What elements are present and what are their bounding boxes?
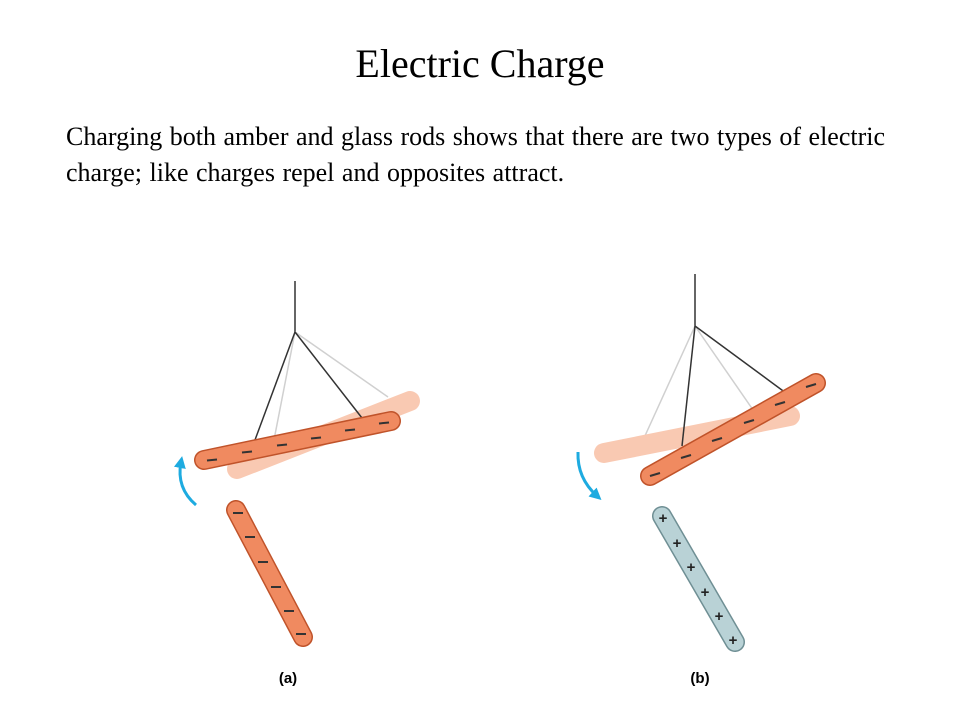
slide-body-text: Charging both amber and glass rods shows… (66, 122, 886, 187)
faded-string-right (694, 325, 761, 421)
suspended-rod-charges (649, 383, 817, 477)
rotation-arrow-up (173, 456, 197, 507)
moving-amber-rod-fill (227, 501, 312, 646)
panel-b: + + + + + + (b) (576, 274, 826, 687)
charge-sign (649, 472, 661, 477)
charge-sign (680, 454, 692, 459)
charge-sign: + (687, 559, 696, 576)
slide-title: Electric Charge (355, 41, 605, 86)
suspended-rod-charges (206, 421, 390, 462)
panel-b-label: (b) (690, 670, 709, 687)
charge-sign: + (659, 510, 668, 527)
charge-sign (378, 421, 390, 425)
faded-string-left (272, 331, 296, 446)
charge-sign: + (701, 584, 710, 601)
charge-sign (344, 428, 356, 432)
charge-sign (206, 458, 218, 462)
string-right (294, 331, 363, 419)
charge-sign (743, 419, 755, 424)
charge-sign (774, 401, 786, 406)
panel-a: (a) (173, 281, 420, 687)
string-right (694, 325, 791, 397)
charge-sign (805, 383, 817, 388)
suspended-amber-rod-fill (195, 412, 400, 469)
charge-sign (310, 436, 322, 440)
moving-rod-charges (233, 512, 306, 635)
string-left (251, 331, 296, 449)
faded-string-right (294, 331, 389, 398)
moving-glass-rod-fill (653, 507, 744, 651)
panel-a-label: (a) (279, 670, 297, 687)
charge-sign (241, 450, 253, 454)
charge-sign: + (715, 608, 724, 625)
glass-rod-charges: + + + + + + (659, 510, 738, 649)
charge-sign: + (729, 632, 738, 649)
faded-string-left (643, 325, 696, 439)
charge-sign (711, 437, 723, 442)
charge-sign (276, 443, 288, 447)
string-left (681, 325, 696, 447)
suspended-amber-rod-fill (641, 374, 825, 485)
charge-sign: + (673, 535, 682, 552)
rotation-arrow-down (576, 451, 602, 501)
